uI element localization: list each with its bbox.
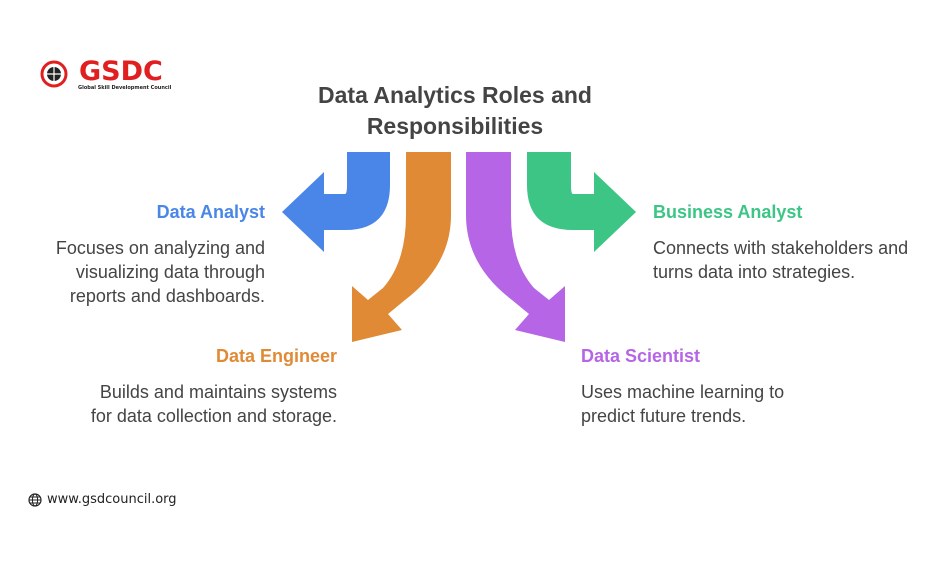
data-scientist-description: Uses machine learning to predict future … [581,382,785,426]
footer-url[interactable]: www.gsdcouncil.org [47,492,177,507]
data-engineer-title: Data Engineer [215,346,337,366]
data-engineer-description: Builds and maintains systems for data co… [90,382,337,426]
business-analyst-arrow [527,152,636,252]
business-analyst-title: Business Analyst [653,202,803,222]
data-scientist-title: Data Scientist [581,346,701,366]
gsdc-logo [40,60,68,88]
globe-icon [28,492,42,507]
data-engineer-arrow [352,152,451,342]
footer: www.gsdcouncil.org [28,492,177,507]
data-analyst-title: Data Analyst [156,202,265,222]
data-scientist-arrow [466,152,565,342]
logo-name: GSDC [79,56,163,87]
page-title: Data Analytics Roles and Responsibilitie… [318,82,592,139]
business-analyst-description: Connects with stakeholders and turns dat… [653,238,909,282]
data-analyst-description: Focuses on analyzing and visualizing dat… [55,238,265,306]
data-analyst-arrow [282,152,390,252]
logo-tagline: Global Skill Development Council [78,85,172,91]
